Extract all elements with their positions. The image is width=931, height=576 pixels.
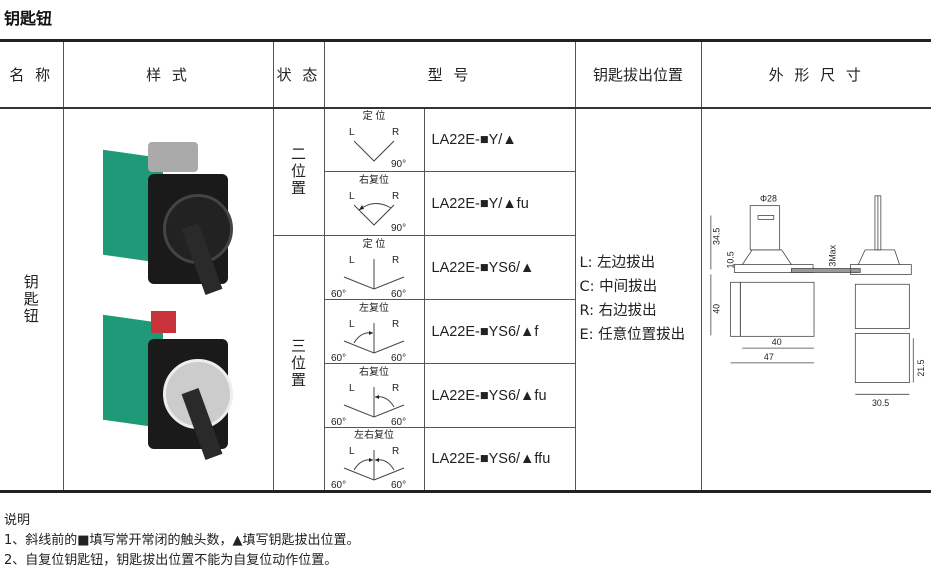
label-right: R — [392, 255, 399, 266]
product-images — [62, 107, 274, 492]
dim-label: 3Max — [828, 245, 838, 267]
switch-diagram: 定 位 L R 60° 60° — [323, 235, 425, 300]
header-dimensions: 外 形 尺 寸 — [700, 40, 931, 109]
header-style: 样 式 — [62, 40, 274, 109]
label-left: L — [349, 127, 355, 138]
diagram-caption: 右复位 — [359, 173, 389, 186]
product-photo-silver — [93, 299, 243, 464]
label-left: L — [349, 383, 355, 394]
header-name: 名 称 — [0, 40, 64, 109]
key-positions: L: 左边拔出 C: 中间拔出 R: 右边拔出 E: 任意位置拔出 — [574, 107, 702, 492]
product-photo-black — [93, 134, 243, 299]
header-model: 型 号 — [323, 40, 576, 109]
notes-heading: 说明 — [4, 513, 31, 528]
position-item: L: 左边拔出 — [579, 255, 656, 272]
product-name: 钥匙钮 — [21, 273, 40, 325]
model-number: LA22E-■YS6/▲ — [423, 235, 575, 300]
dim-label: 21.5 — [916, 360, 926, 377]
diagram-caption: 定 位 — [363, 109, 386, 122]
diagram-caption: 右复位 — [359, 365, 389, 378]
switch-diagram: 左复位 L R 60° 60° — [324, 299, 425, 364]
label-left: L — [349, 191, 355, 202]
angle-right: 60° — [391, 417, 406, 427]
dim-label: 34.5 — [712, 228, 722, 245]
diagram-caption: 定 位 — [363, 237, 386, 250]
switch-diagram: 定 位 L R 90° — [323, 107, 425, 172]
model-number: LA22E-■YS6/▲f — [423, 299, 575, 364]
angle-left: 60° — [331, 417, 346, 427]
angle-left: 60° — [331, 353, 346, 363]
angle-left: 60° — [331, 289, 346, 299]
state-three-position: 三位置 — [289, 337, 307, 389]
dim-label: 10.5 — [726, 252, 736, 269]
model-number: LA22E-■YS6/▲ffu — [423, 427, 575, 492]
model-number: LA22E-■YS6/▲fu — [423, 363, 575, 428]
model-number: LA22E-■Y/▲fu — [423, 171, 575, 236]
angle-right: 60° — [391, 289, 406, 299]
position-item: C: 中间拔出 — [579, 279, 658, 296]
angle-right: 60° — [391, 480, 406, 490]
diagram-caption: 左右复位 — [354, 428, 394, 441]
switch-diagram: 右复位 L R 90° — [324, 171, 425, 236]
spec-table: 名 称 样 式 状 态 型 号 钥匙拔出位置 外 形 尺 寸 钥匙钮 二位置 定… — [0, 39, 931, 493]
label-right: R — [392, 383, 399, 394]
note-item: 2、自复位钥匙钮，钥匙拔出位置不能为自复位动作位置。 — [4, 553, 338, 568]
angle-right: 90° — [391, 223, 406, 234]
header-state: 状 态 — [272, 40, 325, 109]
dim-label: 47 — [764, 352, 774, 362]
label-right: R — [392, 446, 399, 457]
note-item: 1、斜线前的■填写常开常闭的触头数，▲填写钥匙拔出位置。 — [4, 533, 360, 548]
model-number: LA22E-■Y/▲ — [423, 107, 576, 172]
label-left: L — [349, 255, 355, 266]
notes: 说明 1、斜线前的■填写常开常闭的触头数，▲填写钥匙拔出位置。 2、自复位钥匙钮… — [4, 511, 360, 571]
state-two-position: 二位置 — [289, 146, 307, 198]
dimension-drawing: Φ28 34.5 10.5 3Max 40 40 47 21.5 30.5 — [700, 107, 931, 492]
header-key-position: 钥匙拔出位置 — [574, 40, 702, 109]
switch-diagram: 左右复位 L R 60° 60° — [324, 427, 425, 492]
diagram-caption: 左复位 — [359, 301, 389, 314]
position-item: E: 任意位置拔出 — [579, 327, 686, 344]
dim-label: Φ28 — [760, 194, 777, 204]
angle-right: 90° — [391, 159, 406, 170]
label-right: R — [392, 191, 399, 202]
angle-right: 60° — [391, 353, 406, 363]
angle-left: 60° — [331, 480, 346, 490]
label-left: L — [349, 446, 355, 457]
label-left: L — [349, 319, 355, 330]
page-title: 钥匙钮 — [4, 9, 53, 28]
dim-label: 40 — [712, 304, 722, 314]
dim-label: 40 — [772, 337, 782, 347]
label-right: R — [392, 127, 399, 138]
switch-diagram: 右复位 L R 60° 60° — [324, 363, 425, 428]
position-item: R: 右边拔出 — [579, 303, 657, 320]
dim-label: 30.5 — [872, 398, 889, 408]
label-right: R — [392, 319, 399, 330]
